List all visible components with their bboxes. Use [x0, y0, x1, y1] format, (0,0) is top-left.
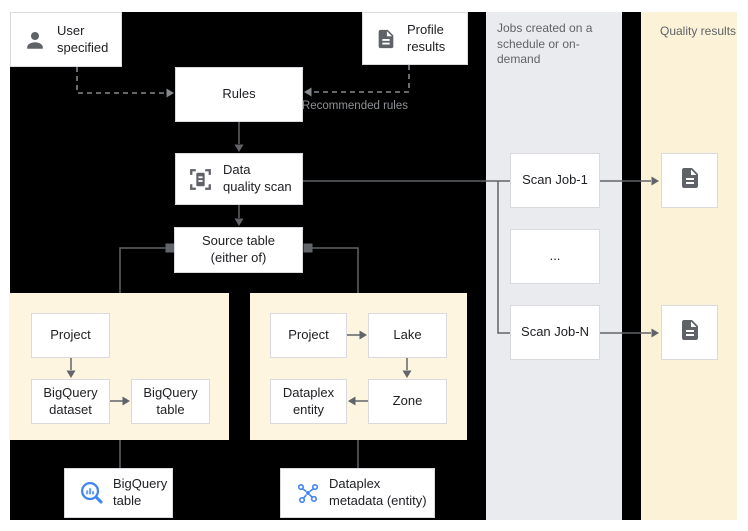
node-source-table: Source table (either of) — [174, 227, 303, 273]
dataplex-metadata-label: Dataplex metadata (entity) — [329, 476, 427, 508]
node-rules: Rules — [175, 67, 303, 122]
node-user-specified: User specified — [10, 12, 122, 67]
quality-results-column — [641, 12, 737, 520]
jobs-column-header: Jobs created on a schedule or on-demand — [497, 21, 593, 67]
dp-entity-label: Dataplex entity — [282, 384, 335, 417]
node-profile-results: Profile results — [362, 12, 468, 65]
node-scan-job-ellipsis: ... — [510, 229, 600, 284]
node-quality-result-1 — [661, 153, 718, 208]
user-specified-label: User specified — [57, 22, 109, 55]
node-scan-job-n: Scan Job-N — [510, 305, 600, 360]
node-dp-lake: Lake — [368, 313, 447, 358]
source-table-label: Source table (either of) — [202, 233, 275, 265]
scan-job-1-label: Scan Job-1 — [522, 172, 588, 188]
scan-job-ellipsis-label: ... — [549, 248, 561, 264]
node-bq-table: BigQuery table — [131, 379, 210, 424]
bq-dataset-label: BigQuery dataset — [43, 384, 98, 417]
node-dp-project: Project — [270, 313, 347, 358]
node-quality-result-n — [661, 305, 718, 360]
node-scan-job-1: Scan Job-1 — [510, 153, 600, 208]
dp-lake-label: Lake — [393, 327, 422, 343]
node-dataplex-metadata: Dataplex metadata (entity) — [280, 468, 435, 518]
node-bq-project: Project — [31, 313, 110, 358]
rules-label: Rules — [222, 86, 256, 102]
node-dp-zone: Zone — [368, 379, 447, 424]
node-bigquery-table: BigQuery table — [64, 468, 173, 518]
data-quality-scan-label: Data quality scan — [223, 162, 292, 194]
document-icon — [678, 166, 702, 195]
bq-project-label: Project — [50, 327, 91, 343]
node-bq-dataset: BigQuery dataset — [31, 379, 110, 424]
scan-document-icon — [188, 167, 213, 192]
node-data-quality-scan: Data quality scan — [175, 153, 303, 205]
bq-table-label: BigQuery table — [143, 384, 198, 417]
dataplex-icon — [295, 480, 321, 506]
quality-results-header: Quality results — [660, 24, 737, 38]
profile-results-label: Profile results — [407, 21, 446, 54]
recommended-rules-note: Recommended rules — [301, 100, 408, 112]
dp-zone-label: Zone — [392, 393, 423, 409]
scan-job-n-label: Scan Job-N — [521, 324, 589, 340]
document-icon — [678, 318, 702, 347]
dp-project-label: Project — [288, 327, 329, 343]
person-icon — [23, 28, 47, 52]
bigquery-table-label: BigQuery table — [113, 476, 168, 508]
bigquery-icon — [79, 480, 105, 506]
document-icon — [375, 28, 397, 50]
diagram-background — [10, 12, 737, 520]
node-dp-entity: Dataplex entity — [270, 379, 347, 424]
